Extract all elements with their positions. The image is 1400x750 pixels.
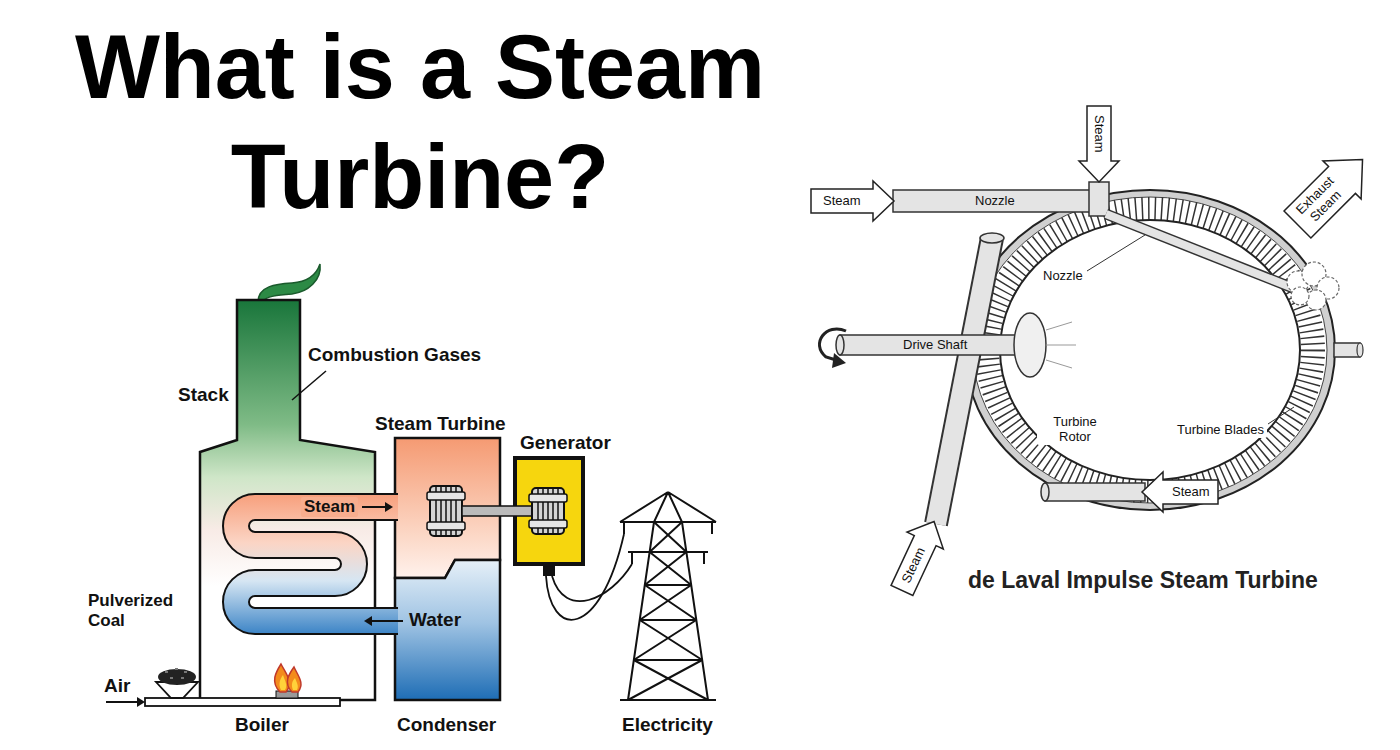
shaft-end <box>836 335 844 355</box>
part-label: Stack <box>178 384 229 406</box>
nozzle-pipe <box>893 190 1100 212</box>
arrow-text-group: Steam <box>823 194 861 209</box>
generator-rotor-band <box>529 520 567 528</box>
flow-arrowhead <box>385 502 393 512</box>
leader-line <box>1087 235 1145 271</box>
rotation-arrow <box>819 329 846 360</box>
part-label: Turbine Rotor <box>1037 415 1113 445</box>
flow-label: Steam <box>301 497 358 517</box>
leader-line <box>1268 407 1294 424</box>
exhaust-cloud <box>1287 262 1339 310</box>
turbine-rotor-band <box>427 522 465 530</box>
steam-arrow: Steam <box>884 513 952 599</box>
part-label: Nozzle <box>1040 269 1086 284</box>
air-arrowhead <box>137 697 145 707</box>
arrow-text-group: Steam <box>1091 115 1106 153</box>
arrow-label: Steam <box>1172 485 1210 500</box>
turbine-rotor-band <box>427 492 465 500</box>
condenser <box>395 560 500 700</box>
coal-lumps <box>165 669 187 678</box>
drive-shaft <box>840 335 1022 355</box>
flow-arrow <box>372 620 403 622</box>
shaft-stub-end <box>1357 343 1363 357</box>
arrow-outline-path <box>1142 472 1218 512</box>
burner-pipe <box>145 698 340 706</box>
arrow-text-group: Steam <box>1172 485 1210 500</box>
pipe-outline <box>236 507 398 621</box>
part-label: Drive Shaft <box>900 338 970 353</box>
steam-pipe <box>936 238 992 524</box>
transmission-tower <box>620 492 716 700</box>
flow-arrow <box>362 506 386 508</box>
arrow-label: Steam <box>823 194 861 209</box>
flame-core <box>292 678 298 690</box>
nozzle-joint <box>1089 182 1109 216</box>
steam-water-pipe <box>236 507 398 621</box>
arrow-outline-path <box>884 513 952 599</box>
cloud-puff <box>1291 287 1309 305</box>
shaft-stub <box>1334 343 1360 357</box>
pipe-cap <box>1041 483 1049 501</box>
part-label: Boiler <box>235 714 289 736</box>
power-wire <box>552 564 632 601</box>
arrow-label: Steam <box>1091 115 1106 153</box>
bottom-nozzle-pipe <box>1045 483 1145 501</box>
turbine-blades <box>987 209 1313 491</box>
arrow-outline-path <box>1278 140 1381 243</box>
tower-frame <box>620 492 716 700</box>
inner-nozzle-outline <box>1106 214 1298 290</box>
shaft <box>462 506 534 516</box>
generator-rotor-band <box>529 494 567 502</box>
power-wire <box>546 534 624 620</box>
cloud-puff <box>1306 290 1326 310</box>
flame-core <box>280 675 287 690</box>
part-label: Electricity <box>622 714 713 736</box>
steam-arrow: Steam <box>811 181 894 221</box>
leader-line <box>292 371 326 400</box>
part-label: Steam Turbine <box>375 413 506 435</box>
arrow-outline-path <box>1079 106 1119 182</box>
steam-arrow: Steam <box>1142 472 1218 512</box>
part-label: Nozzle <box>972 194 1018 209</box>
generator-terminal <box>543 564 555 576</box>
flow-arrowhead <box>364 616 372 626</box>
arrow-outline-path <box>811 181 894 221</box>
rotation-arrowhead <box>832 353 846 368</box>
inner-nozzle <box>1106 214 1298 290</box>
rotor-hub <box>1014 313 1046 377</box>
smoke-plume <box>258 264 320 302</box>
part-label: Generator <box>520 432 611 454</box>
part-label: Turbine Blades <box>1174 423 1267 438</box>
part-label: Pulverized Coal <box>88 591 183 630</box>
part-label: Air <box>104 675 130 697</box>
turbine-rim <box>965 190 1335 510</box>
tower-bracing <box>620 522 716 700</box>
pipe-cap <box>980 233 1004 243</box>
air-arrow <box>106 701 137 703</box>
steam-arrow: Steam <box>1079 106 1119 182</box>
flame <box>287 667 301 692</box>
blade-band <box>973 197 1327 503</box>
page-title: What is a Steam Turbine? <box>40 12 800 232</box>
part-label: Condenser <box>397 714 496 736</box>
turbine-rotor-disk <box>1000 220 1300 480</box>
part-label: Combustion Gases <box>308 344 481 366</box>
hub-lines <box>1046 322 1076 368</box>
coal-pile <box>158 669 196 685</box>
flow-label: Water <box>409 609 461 631</box>
steam-arrow: Exhaust Steam <box>1278 140 1381 243</box>
figure-caption: de Laval Impulse Steam Turbine <box>968 567 1318 593</box>
steam-pipe-outline <box>936 238 992 524</box>
